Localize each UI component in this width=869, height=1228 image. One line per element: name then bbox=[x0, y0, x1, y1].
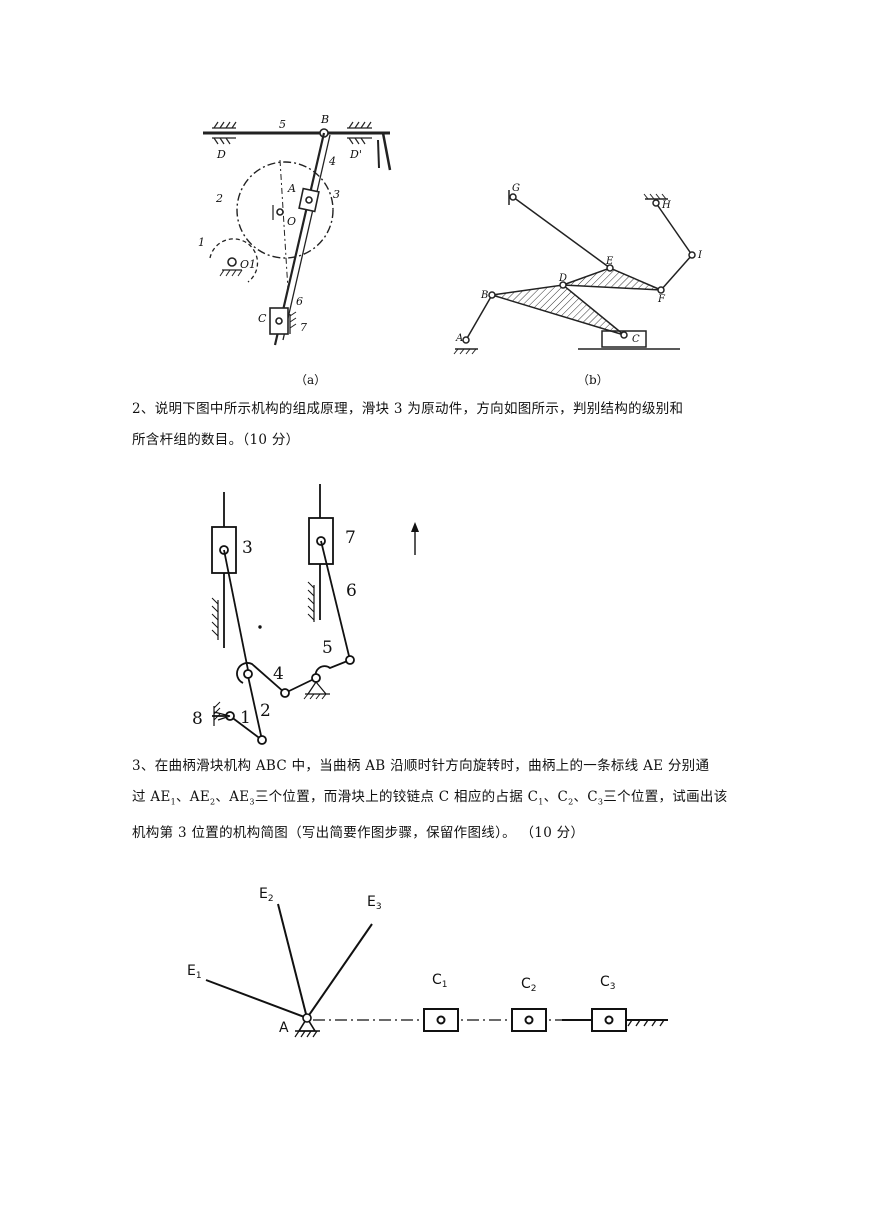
label-2: 2 bbox=[260, 701, 271, 721]
label-c2: C2 bbox=[521, 976, 537, 994]
label-e2: E2 bbox=[259, 886, 274, 904]
label-o: O bbox=[287, 215, 296, 228]
label-g: G bbox=[512, 183, 520, 194]
label-4: 4 bbox=[328, 155, 336, 168]
label-5: 5 bbox=[322, 638, 333, 658]
label-b: B bbox=[320, 113, 329, 126]
label-6: 6 bbox=[346, 581, 357, 601]
label-3: 3 bbox=[242, 538, 253, 558]
label-3: 3 bbox=[333, 188, 340, 201]
label-d: D bbox=[216, 148, 226, 161]
label-e1: E1 bbox=[187, 963, 202, 981]
label-o1: O1 bbox=[240, 258, 256, 271]
label-c1: C1 bbox=[432, 972, 448, 990]
label-c: C bbox=[258, 312, 267, 325]
label-7: 7 bbox=[300, 321, 307, 334]
caption-b: （b） bbox=[577, 373, 609, 387]
label-i: I bbox=[697, 250, 703, 261]
label-a: A bbox=[455, 333, 463, 344]
question-3-line-1: 3、在曲柄滑块机构 ABC 中，当曲柄 AB 沿顺时针方向旋转时，曲柄上的一条标… bbox=[132, 758, 710, 774]
label-h: H bbox=[661, 200, 671, 211]
label-a: A bbox=[279, 1020, 289, 1036]
label-c3: C3 bbox=[600, 974, 616, 992]
label-d: D bbox=[558, 273, 567, 284]
label-f: F bbox=[657, 294, 666, 305]
label-c: C bbox=[632, 334, 640, 345]
label-d-prime: D' bbox=[349, 148, 362, 161]
question-2-line-2: 所含杆组的数目。（10 分） bbox=[132, 432, 300, 448]
question-3-line-3: 机构第 3 位置的机构简图（写出简要作图步骤，保留作图线）。 （10 分） bbox=[132, 824, 585, 841]
question-2-text: 2、说明下图中所示机构的组成原理，滑块 3 为原动件，方向如图所示，判别结构的级… bbox=[132, 394, 742, 456]
label-5: 5 bbox=[279, 118, 286, 131]
label-8: 8 bbox=[192, 709, 203, 729]
question-3-text: 3、在曲柄滑块机构 ABC 中，当曲柄 AB 沿顺时针方向旋转时，曲柄上的一条标… bbox=[132, 751, 742, 849]
label-e3: E3 bbox=[367, 894, 382, 912]
label-7: 7 bbox=[345, 528, 356, 548]
label-6: 6 bbox=[296, 295, 303, 308]
label-a: A bbox=[287, 182, 296, 195]
label-b: B bbox=[480, 290, 488, 301]
label-2: 2 bbox=[215, 192, 223, 205]
question-2-line-1: 2、说明下图中所示机构的组成原理，滑块 3 为原动件，方向如图所示，判别结构的级… bbox=[132, 401, 684, 417]
label-1: 1 bbox=[198, 236, 205, 249]
label-4: 4 bbox=[273, 664, 284, 684]
label-1: 1 bbox=[240, 708, 251, 728]
question-3-line-2: 过 AE1、AE2、AE3三个位置，而滑块上的铰链点 C 相应的占据 C1、C2… bbox=[132, 789, 728, 807]
label-e: E bbox=[605, 256, 614, 267]
caption-a: （a） bbox=[295, 373, 327, 387]
